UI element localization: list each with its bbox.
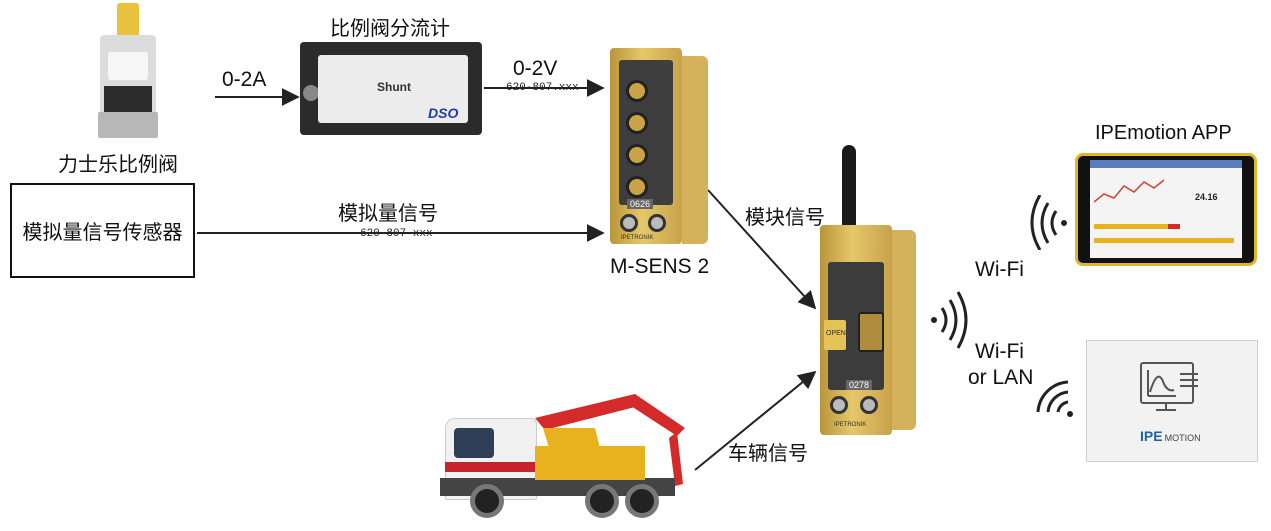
valve-caption: 力士乐比例阀 <box>58 154 178 176</box>
logger-serial-port-icon <box>858 312 884 352</box>
msens-port-1-icon <box>626 80 648 102</box>
valve-connector <box>117 3 139 37</box>
tablet-value: 24.16 <box>1195 192 1218 202</box>
vehicle-signal-label: 车辆信号 <box>728 443 808 465</box>
truck-windshield <box>454 428 494 458</box>
cable-part-number-top: 620-807.xxx <box>506 82 579 94</box>
logger-port-right-icon <box>860 396 878 414</box>
wifi-lan-label-line1: Wi-Fi <box>975 340 1024 363</box>
shunt-brand: DSO <box>428 105 459 121</box>
analog-signal-label: 模拟量信号 <box>338 203 438 225</box>
msens-port-2-icon <box>626 112 648 134</box>
ipemotion-logo-b: MOTION <box>1164 433 1201 443</box>
msens-side <box>682 56 708 244</box>
logger-tag: OPEN <box>826 330 846 337</box>
msens-name-label: M-SENS 2 <box>610 255 710 278</box>
tablet-bar-alert <box>1168 224 1180 229</box>
msens-bottom-port-right-icon <box>648 214 666 232</box>
arrow-truck-to-logger <box>694 370 817 471</box>
cable-part-number-mid: 620-807-xxx <box>360 228 433 240</box>
ipemotion-logo-a: IPE <box>1140 428 1163 444</box>
module-signal-label: 模块信号 <box>745 207 825 229</box>
valve-base <box>98 112 158 138</box>
wifi-receive-pc-icon <box>1036 380 1073 417</box>
shunt-face-text: Shunt <box>377 80 411 94</box>
tablet-app-bar <box>1090 160 1242 168</box>
logger-brand: IPETRONIK <box>834 422 867 428</box>
truck-rear-wheel-1-icon <box>585 484 619 518</box>
shunt-title: 比例阀分流计 <box>330 18 450 40</box>
analog-sensor-box: 模拟量信号传感器 <box>10 183 195 278</box>
tablet-chart-icon <box>1094 179 1164 203</box>
logger-side <box>892 230 916 430</box>
ipemotion-pc-card <box>1086 340 1258 462</box>
logger-usb-cap <box>824 320 846 350</box>
tablet-bar-1 <box>1094 224 1172 229</box>
truck-pump-unit <box>535 446 645 480</box>
shunt-face <box>318 55 468 123</box>
wireless-emit-icon <box>931 291 968 349</box>
app-title: IPEmotion APP <box>1095 122 1232 144</box>
valve-coil <box>104 86 152 112</box>
wifi-receive-app-icon <box>1030 195 1067 250</box>
logger-port-left-icon <box>830 396 848 414</box>
truck-cab-stripe <box>445 462 535 472</box>
tablet-bar-2 <box>1094 238 1234 243</box>
wifi-lan-label-line2: or LAN <box>968 366 1034 389</box>
shunt-terminal <box>303 85 319 101</box>
wifi-label: Wi-Fi <box>975 258 1024 281</box>
analog-sensor-label: 模拟量信号传感器 <box>22 222 183 244</box>
truck-brand: SANY <box>573 394 599 404</box>
current-range-label: 0-2A <box>222 68 267 91</box>
msens-serial: 0626 <box>627 199 654 209</box>
valve-plug <box>108 52 148 80</box>
msens-brand: IPETRONIK <box>621 235 654 241</box>
logger-serial: 0278 <box>846 380 873 390</box>
msens-port-4-icon <box>626 176 648 198</box>
truck-rear-wheel-2-icon <box>625 484 659 518</box>
truck-front-wheel-icon <box>470 484 504 518</box>
arrow-msens-to-logger <box>707 189 817 310</box>
msens-port-3-icon <box>626 144 648 166</box>
ipemotion-chart-icon <box>1140 362 1198 411</box>
msens-bottom-port-left-icon <box>620 214 638 232</box>
voltage-range-label: 0-2V <box>513 57 558 80</box>
